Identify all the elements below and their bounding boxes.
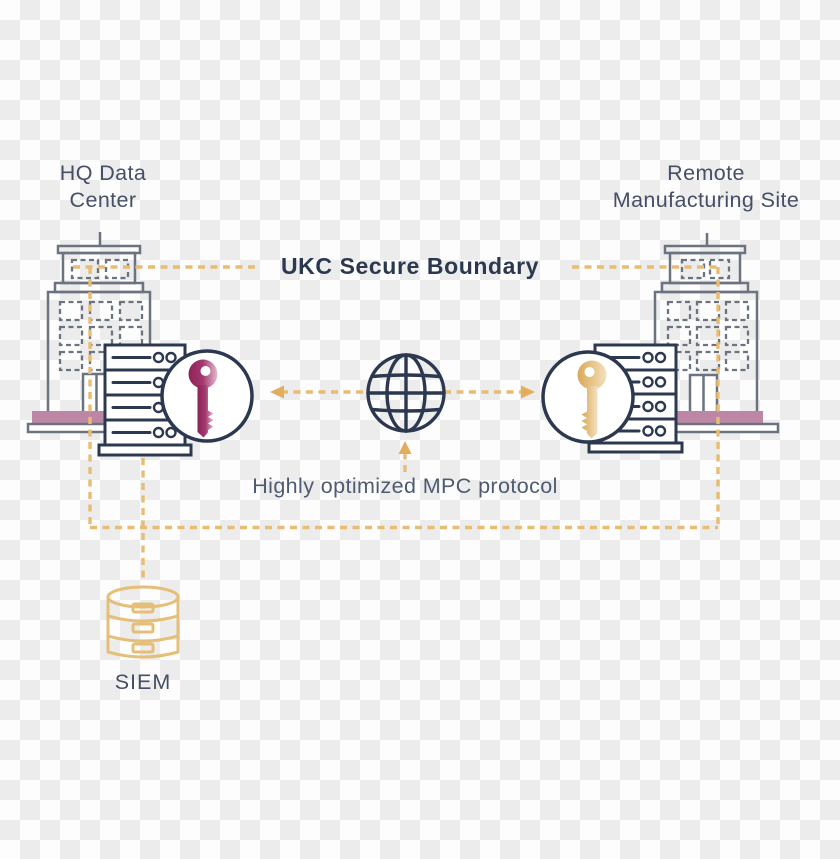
arrowhead-right [521,385,535,399]
hq-key-icon [160,349,254,443]
arrowhead-left [270,385,284,399]
ledge [660,281,750,294]
window [88,300,114,322]
window [724,325,750,347]
rack-base [587,441,684,454]
window [680,258,706,280]
drawer-handle [131,622,155,634]
rack-base [97,443,193,457]
window [695,350,721,372]
drawer-handle [131,642,155,654]
window [666,300,692,322]
hq-data-center-label: HQ Data Center [59,161,147,212]
window [118,325,144,347]
window [724,300,750,322]
arrowhead-up [398,441,412,454]
ledge [53,281,145,294]
remote-key-icon [541,350,635,444]
globe-icon [366,353,446,433]
remote-site-label: Remote Manufacturing Site [612,161,800,212]
window [724,350,750,372]
window [104,258,130,280]
window [58,300,84,322]
window [666,325,692,347]
window [695,325,721,347]
window [70,258,100,280]
drawer-handle [131,602,155,614]
window [695,300,721,322]
window [58,350,84,372]
siem-database-icon [106,585,180,659]
mpc-protocol-label: Highly optimized MPC protocol [252,474,558,498]
window [118,300,144,322]
building-base-pink [32,411,122,424]
ukc-secure-boundary-title: UKC Secure Boundary [280,253,540,279]
building-base-plate [666,422,780,434]
window [708,258,731,280]
siem-label: SIEM [114,670,172,694]
secure-boundary-connectors [73,265,720,581]
window [88,325,114,347]
window [58,325,84,347]
